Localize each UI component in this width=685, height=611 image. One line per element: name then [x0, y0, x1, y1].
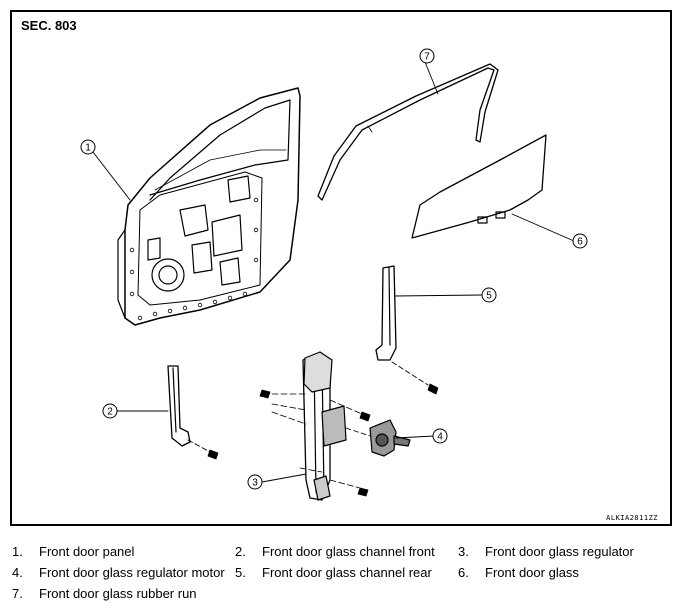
- callout-3: 3: [247, 474, 263, 490]
- callout-number: 3: [252, 478, 258, 489]
- callout-7: 7: [419, 48, 435, 64]
- front-door-glass-drawing: [411, 134, 547, 239]
- callout-number: 5: [486, 291, 492, 302]
- callout-1: 1: [80, 139, 96, 155]
- callout-number: 7: [424, 52, 430, 63]
- legend-item-5: 5.Front door glass channel rear: [235, 565, 432, 580]
- callout-number: 4: [437, 432, 443, 443]
- callout-leaders: [92, 61, 575, 483]
- legend-item-2: 2.Front door glass channel front: [235, 544, 435, 559]
- section-label: SEC. 803: [21, 18, 77, 33]
- callout-6: 6: [572, 233, 588, 249]
- legend-row: 1.Front door panel 2.Front door glass ch…: [12, 544, 677, 565]
- legend-row: 4.Front door glass regulator motor 5.Fro…: [12, 565, 677, 586]
- legend-item-1: 1.Front door panel: [12, 544, 135, 559]
- front-door-glass-channel-rear-drawing: [375, 265, 439, 395]
- front-door-glass-channel-front-drawing: [167, 365, 219, 460]
- front-door-glass-regulator-drawing: [259, 351, 371, 501]
- callout-4: 4: [432, 428, 448, 444]
- callout-number: 6: [577, 237, 583, 248]
- parts-legend: 1.Front door panel 2.Front door glass ch…: [12, 544, 677, 607]
- legend-item-4: 4.Front door glass regulator motor: [12, 565, 225, 580]
- callout-5: 5: [481, 287, 497, 303]
- front-door-glass-rubber-run-drawing: [317, 63, 499, 201]
- legend-row: 7.Front door glass rubber run: [12, 586, 677, 607]
- front-door-glass-regulator-motor-drawing: [345, 419, 411, 457]
- callout-number: 1: [85, 143, 91, 154]
- reference-code: ALKIA2811ZZ: [606, 514, 658, 522]
- legend-item-7: 7.Front door glass rubber run: [12, 586, 197, 601]
- legend-item-3: 3.Front door glass regulator: [458, 544, 634, 559]
- callout-number: 2: [107, 407, 113, 418]
- front-door-panel-drawing: [117, 87, 301, 326]
- callout-2: 2: [102, 403, 118, 419]
- legend-item-6: 6.Front door glass: [458, 565, 579, 580]
